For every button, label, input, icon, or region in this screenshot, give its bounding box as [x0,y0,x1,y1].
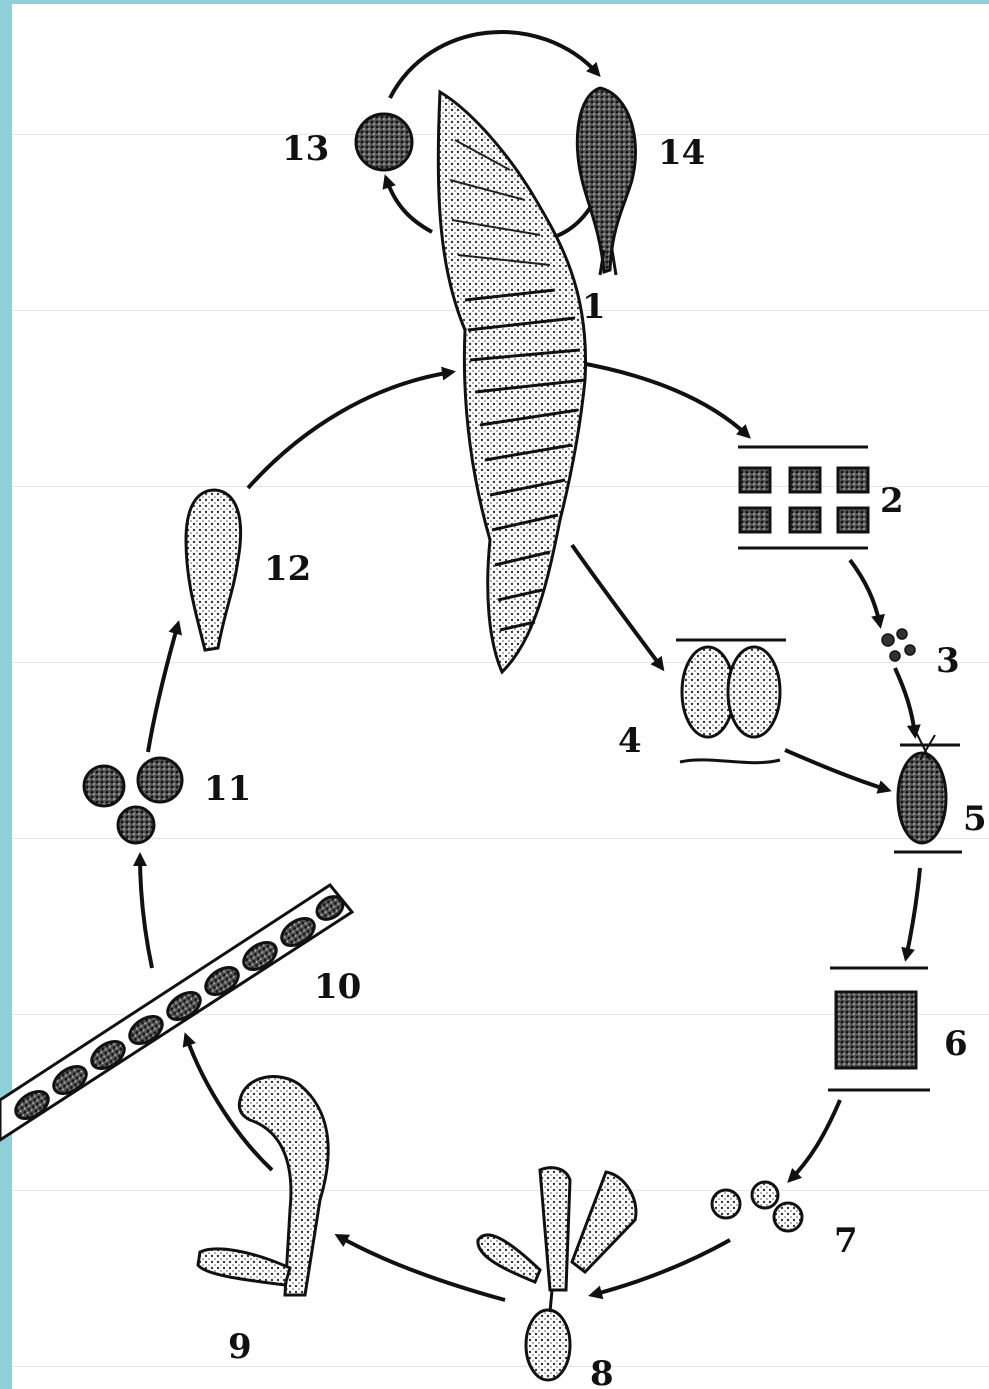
arrow-12-to-1 [248,372,452,488]
label-stage-14: 14 [658,133,705,173]
arrow-2-to-3 [850,560,880,625]
label-stage-6: 6 [944,1024,968,1064]
arrow-6-to-7 [790,1100,840,1180]
label-stage-1: 1 [582,287,606,327]
label-stage-8: 8 [590,1354,614,1389]
label-stage-4: 4 [618,721,642,761]
arrow-7-to-8 [592,1240,730,1295]
stage-11-spores [84,758,182,843]
stage-12-sporangium [186,490,241,650]
stage-5-infected-cell [894,730,962,852]
label-stage-2: 2 [880,481,904,521]
arrow-13-to-14 [390,32,598,98]
label-stage-10: 10 [314,967,361,1007]
arrow-3-to-5 [895,668,915,735]
stage-2-tissue-cells [738,447,868,548]
stage-4-oval-cells [676,640,786,763]
label-stage-13: 13 [282,129,329,169]
stage-6-sorus [828,968,930,1090]
arrow-5-to-6 [906,868,920,958]
label-stage-3: 3 [936,641,960,681]
stage-13-spore [356,114,412,170]
arrow-4-to-5 [785,750,888,790]
arrow-11-to-12 [148,624,178,752]
arrow-1-to-2 [575,362,748,436]
arrow-1-to-13 [386,178,432,232]
stage-1-host-root [438,92,585,672]
stage-7-spore-cluster [712,1182,802,1231]
label-stage-9: 9 [228,1327,252,1367]
label-stage-5: 5 [963,799,987,839]
label-stage-12: 12 [264,549,311,589]
stage-3-spores [882,629,915,661]
label-stage-11: 11 [204,769,251,809]
stage-14-zoosporangium [577,88,635,275]
arrow-10-to-11 [140,856,152,968]
stage-9-hypha [198,1077,328,1295]
arrow-1-to-4 [572,545,662,668]
label-stage-7: 7 [834,1221,858,1261]
stage-8-branching-hyphae [478,1168,636,1380]
